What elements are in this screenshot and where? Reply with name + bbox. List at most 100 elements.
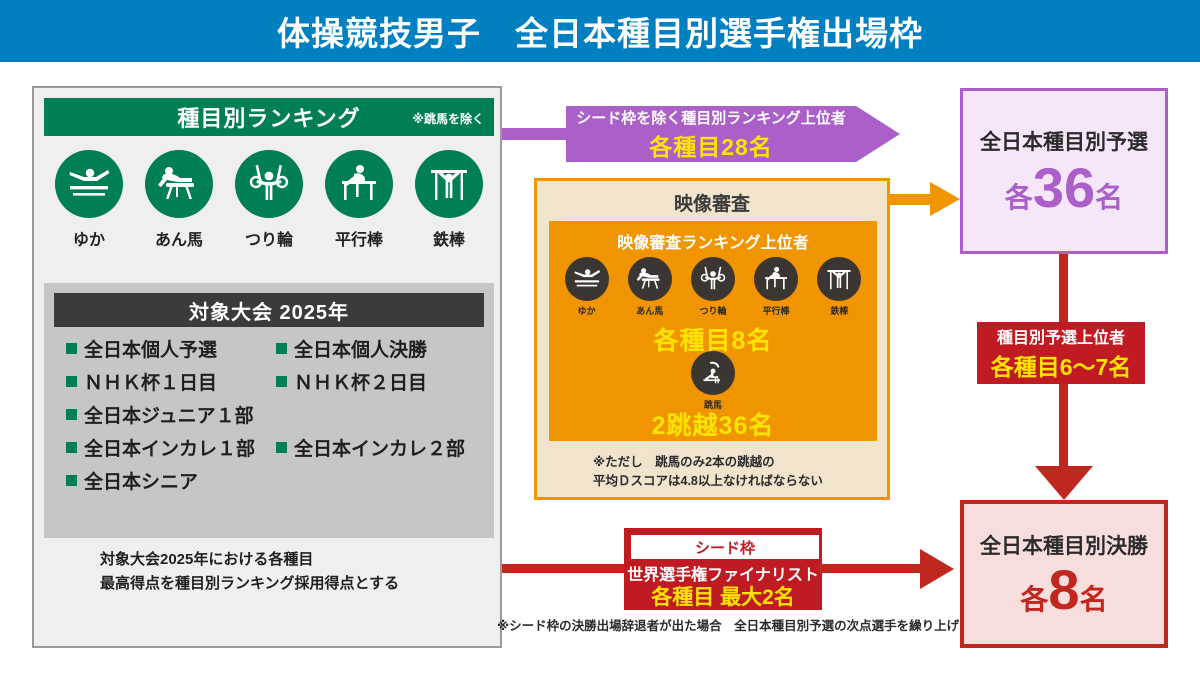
prelim-count-prefix: 各	[1004, 182, 1033, 213]
prelim-count: 各 36 名	[1005, 160, 1123, 216]
apparatus-label: ゆか	[577, 306, 596, 316]
apparatus-label: ゆか	[72, 232, 105, 249]
purple-banner-line1: シード枠を除く種目別ランキング上位者	[576, 109, 846, 127]
bullet-square-icon	[66, 442, 77, 453]
apparatus-label: 鉄棒	[432, 232, 465, 249]
pommel-horse-icon	[145, 150, 213, 218]
ranking-note-line1: 対象大会2025年における各種目	[100, 551, 314, 568]
video-review-note-line1: ※ただし 跳馬のみ2本の跳越の	[593, 455, 775, 469]
apparatus-label: あん馬	[154, 232, 203, 249]
list-item-label: 全日本ジュニア１部	[84, 406, 254, 427]
prelim-title: 全日本種目別予選	[980, 131, 1148, 154]
apparatus-label: 平行棒	[334, 232, 383, 249]
competitions-header: 対象大会 2025年	[54, 293, 484, 327]
list-item-label: 全日本インカレ２部	[294, 439, 466, 460]
final-result-box: 全日本種目別決勝 各 8 名	[960, 500, 1168, 648]
seed-slot-line2: 各種目 最大2名	[651, 586, 795, 609]
horizontal-bar-icon	[415, 150, 483, 218]
floor-exercise-icon	[55, 150, 123, 218]
bullet-square-icon	[276, 343, 287, 354]
apparatus-item-parallel: 平行棒	[746, 257, 806, 317]
video-review-count-vault: 2跳越36名	[651, 412, 775, 440]
horizontal-bar-icon	[817, 257, 862, 301]
orange-connector	[890, 194, 936, 205]
list-item: ＮＨＫ杯２日目	[276, 368, 476, 395]
ranking-note-line2: 最高得点を種目別ランキング採用得点とする	[100, 575, 400, 592]
seed-slot-box: シード枠 世界選手権ファイナリスト 各種目 最大2名	[624, 528, 822, 610]
list-item: 全日本インカレ２部	[276, 434, 476, 461]
apparatus-item-vault: 跳馬	[549, 351, 877, 411]
list-item-label: 全日本個人決勝	[294, 340, 428, 361]
list-item-label: 全日本インカレ１部	[84, 439, 256, 460]
parallel-bars-icon	[754, 257, 799, 301]
apparatus-label: 平行棒	[762, 306, 790, 316]
red-banner-line2: 各種目6〜7名	[990, 354, 1132, 380]
bullet-square-icon	[66, 343, 77, 354]
final-count-number: 8	[1048, 558, 1080, 621]
apparatus-label: 鉄棒	[830, 306, 849, 316]
apparatus-item-rings: つり輪	[227, 150, 311, 250]
list-item: 全日本個人決勝	[276, 335, 476, 362]
apparatus-label: あん馬	[636, 306, 664, 316]
rings-icon	[235, 150, 303, 218]
ranking-panel: 種目別ランキング ※跳馬を除く ゆか	[32, 86, 502, 648]
video-review-apparatus-list: ゆか あん馬	[555, 257, 871, 317]
video-review-inner-title: 映像審査ランキング上位者	[617, 235, 809, 252]
apparatus-item-floor: ゆか	[557, 257, 617, 317]
apparatus-item-horizontal: 鉄棒	[407, 150, 491, 250]
red-flow-banner: 種目別予選上位者 各種目6〜7名	[977, 322, 1145, 384]
seed-note: ※シード枠の決勝出場辞退者が出た場合 全日本種目別予選の次点選手を繰り上げ	[497, 619, 960, 633]
purple-arrow-icon	[856, 106, 900, 162]
purple-flow-banner: シード枠を除く種目別ランキング上位者 各種目28名	[566, 106, 856, 162]
apparatus-item-parallel: 平行棒	[317, 150, 401, 250]
apparatus-item-floor: ゆか	[47, 150, 131, 250]
red-banner-line1: 種目別予選上位者	[996, 330, 1125, 347]
apparatus-item-pommel: あん馬	[620, 257, 680, 317]
bullet-square-icon	[66, 409, 77, 420]
video-review-inner: 映像審査ランキング上位者 ゆか	[549, 221, 877, 441]
competitions-title: 対象大会 2025年	[188, 301, 350, 324]
list-item-label: 全日本シニア	[84, 472, 199, 493]
parallel-bars-icon	[325, 150, 393, 218]
seed-slot-header: シード枠	[631, 535, 819, 559]
bullet-square-icon	[66, 376, 77, 387]
ranking-note: 対象大会2025年における各種目 最高得点を種目別ランキング採用得点とする	[100, 548, 500, 596]
list-item-label: 全日本個人予選	[84, 340, 218, 361]
apparatus-label: つり輪	[699, 306, 727, 316]
bullet-square-icon	[276, 442, 287, 453]
competitions-box: 対象大会 2025年 全日本個人予選 全日本個人決勝 ＮＨＫ杯１日目 ＮＨＫ杯２…	[44, 283, 494, 538]
list-item: 全日本インカレ１部	[66, 434, 266, 461]
list-item-label: ＮＨＫ杯２日目	[294, 373, 428, 394]
page-title-bar: 体操競技男子 全日本種目別選手権出場枠	[0, 0, 1200, 62]
rings-icon	[690, 257, 735, 301]
prelim-count-suffix: 名	[1095, 182, 1124, 213]
vault-icon	[691, 351, 735, 395]
bullet-square-icon	[66, 475, 77, 486]
orange-arrow-icon	[930, 182, 960, 216]
floor-exercise-icon	[564, 257, 609, 301]
apparatus-label: つり輪	[244, 232, 293, 249]
ranking-header-note: ※跳馬を除く	[412, 112, 484, 126]
final-title: 全日本種目別決勝	[980, 535, 1148, 558]
prelim-result-box: 全日本種目別予選 各 36 名	[960, 88, 1168, 254]
final-count: 各 8 名	[1020, 562, 1107, 618]
bullet-square-icon	[276, 376, 287, 387]
seed-arrow-icon	[920, 549, 954, 589]
seed-connector-left	[502, 564, 632, 573]
apparatus-item-rings: つり輪	[683, 257, 743, 317]
apparatus-label: 跳馬	[703, 400, 722, 410]
apparatus-item-pommel: あん馬	[137, 150, 221, 250]
apparatus-item-horizontal: 鉄棒	[809, 257, 869, 317]
red-down-arrow-icon	[1035, 466, 1093, 500]
list-item-label: ＮＨＫ杯１日目	[84, 373, 218, 394]
list-item: 全日本個人予選	[66, 335, 266, 362]
seed-slot-header-label: シード枠	[694, 539, 755, 557]
video-review-note-line2: 平均Ｄスコアは4.8以上なければならない	[593, 474, 823, 489]
video-review-note: ※ただし 跳馬のみ2本の跳越の 平均Ｄスコアは4.8以上なければならない	[593, 453, 883, 492]
list-item: 全日本ジュニア１部	[66, 401, 476, 428]
seed-slot-line1: 世界選手権ファイナリスト	[627, 567, 819, 584]
ranking-header: 種目別ランキング ※跳馬を除く	[44, 98, 494, 136]
competitions-list: 全日本個人予選 全日本個人決勝 ＮＨＫ杯１日目 ＮＨＫ杯２日目 全日本ジュニア１…	[66, 335, 486, 494]
pommel-horse-icon	[627, 257, 672, 301]
